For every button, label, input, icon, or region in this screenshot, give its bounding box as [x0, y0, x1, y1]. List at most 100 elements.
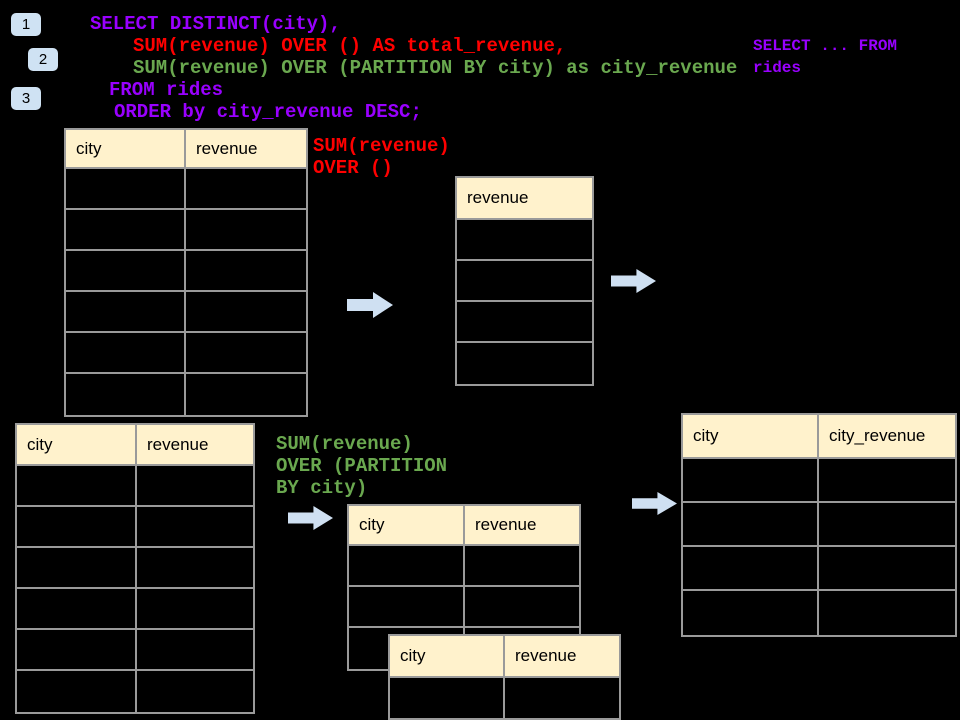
- empty-cell: [349, 587, 465, 628]
- empty-cell: [137, 507, 253, 548]
- empty-cell: [683, 547, 819, 591]
- empty-cell: [66, 333, 186, 374]
- empty-cell: [819, 547, 955, 591]
- empty-cell: [66, 374, 186, 415]
- sql-order-by-line: ORDER by city_revenue DESC;: [114, 101, 422, 123]
- table-row: [17, 507, 253, 548]
- table-row: [17, 589, 253, 630]
- table-row: [390, 678, 619, 718]
- column-header: revenue: [505, 636, 619, 678]
- sql-city-revenue-line: SUM(revenue) OVER (PARTITION BY city) as…: [133, 57, 738, 79]
- table-row: [457, 220, 592, 261]
- empty-cell: [819, 459, 955, 503]
- empty-cell: [457, 302, 592, 343]
- table-row: [17, 671, 253, 712]
- table-row: [349, 587, 579, 628]
- empty-cell: [186, 251, 306, 292]
- table-row: [66, 292, 306, 333]
- empty-cell: [349, 546, 465, 587]
- empty-cell: [457, 343, 592, 384]
- total-revenue-table: revenue: [455, 176, 594, 386]
- empty-cell: [137, 630, 253, 671]
- empty-cell: [137, 671, 253, 712]
- empty-cell: [17, 466, 137, 507]
- sql-total-revenue-line: SUM(revenue) OVER () AS total_revenue,: [133, 35, 567, 57]
- table-row: [17, 548, 253, 589]
- table-row: [66, 374, 306, 415]
- step-badge-1: 1: [11, 13, 41, 36]
- table-row: [683, 503, 955, 547]
- empty-cell: [457, 220, 592, 261]
- right-arrow-icon-2: [611, 269, 656, 293]
- empty-cell: [505, 678, 619, 718]
- table-row: [683, 547, 955, 591]
- step-badge-2: 2: [28, 48, 58, 71]
- empty-cell: [465, 546, 579, 587]
- column-header: revenue: [465, 506, 579, 546]
- column-header: city: [66, 130, 186, 169]
- column-header: city: [683, 415, 819, 459]
- column-header: city: [390, 636, 505, 678]
- empty-cell: [819, 503, 955, 547]
- empty-cell: [137, 589, 253, 630]
- empty-cell: [390, 678, 505, 718]
- table-row: [66, 210, 306, 251]
- table-row: [683, 591, 955, 635]
- column-header: revenue: [457, 178, 592, 220]
- table-row: [17, 466, 253, 507]
- empty-cell: [186, 292, 306, 333]
- empty-cell: [137, 466, 253, 507]
- table-row: [683, 459, 955, 503]
- right-arrow-icon-1: [347, 292, 393, 318]
- column-header: city: [17, 425, 137, 466]
- table-row: [457, 343, 592, 384]
- sum-partition-label-line3: BY city): [276, 477, 368, 499]
- from-rides-note-line2: rides: [753, 59, 802, 77]
- empty-cell: [186, 169, 306, 210]
- table-header-row: revenue: [457, 178, 592, 220]
- empty-cell: [137, 548, 253, 589]
- sum-over-label-line1: SUM(revenue): [313, 135, 450, 157]
- table-row: [66, 169, 306, 210]
- table-row: [17, 630, 253, 671]
- empty-cell: [819, 591, 955, 635]
- empty-cell: [683, 459, 819, 503]
- table-row: [66, 251, 306, 292]
- empty-cell: [66, 169, 186, 210]
- table-row: [457, 261, 592, 302]
- empty-cell: [465, 587, 579, 628]
- sum-partition-label-line1: SUM(revenue): [276, 433, 413, 455]
- column-header: revenue: [137, 425, 253, 466]
- empty-cell: [683, 503, 819, 547]
- right-arrow-icon-3: [288, 506, 333, 530]
- table-row: [66, 333, 306, 374]
- right-arrow-icon-4: [632, 492, 677, 515]
- step-badge-3: 3: [11, 87, 41, 110]
- from-rides-note-line1: SELECT ... FROM: [753, 37, 898, 55]
- empty-cell: [17, 507, 137, 548]
- sum-partition-label-line2: OVER (PARTITION: [276, 455, 448, 477]
- empty-cell: [17, 630, 137, 671]
- empty-cell: [17, 671, 137, 712]
- empty-cell: [457, 261, 592, 302]
- table-row: [349, 546, 579, 587]
- sql-from-line: FROM rides: [109, 79, 224, 101]
- empty-cell: [186, 374, 306, 415]
- empty-cell: [17, 548, 137, 589]
- empty-cell: [683, 591, 819, 635]
- column-header: revenue: [186, 130, 306, 169]
- sql-select-line: SELECT DISTINCT(city),: [90, 13, 341, 35]
- empty-cell: [66, 251, 186, 292]
- empty-cell: [186, 210, 306, 251]
